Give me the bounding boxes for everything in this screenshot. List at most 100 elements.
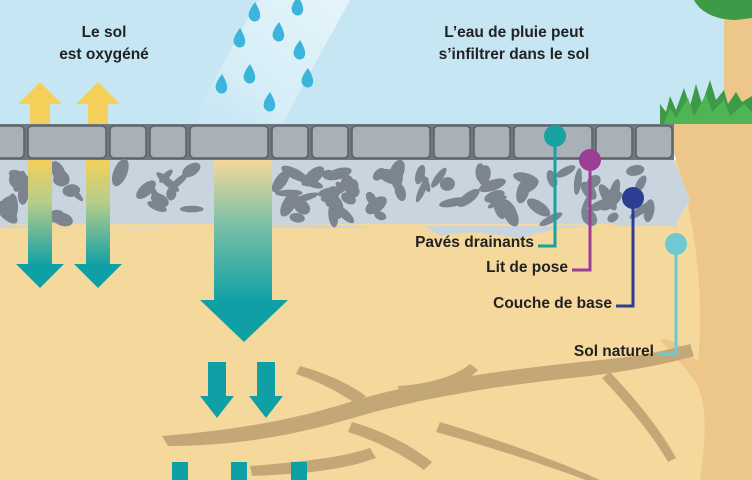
rain-infiltration-caption: L’eau de pluie peut s’infiltrer dans le … [396,22,632,66]
rain-drop [272,22,285,42]
gravel-stone [298,176,324,189]
base-marker [622,187,644,209]
caption-line: s’infiltrer dans le sol [438,46,590,63]
gravel-stone [179,205,204,213]
gravel-stone [539,212,563,227]
gravel-stone [439,177,455,191]
air-down-arrow-shaft [28,160,52,266]
gravel-stone [147,201,167,213]
gravel-stone [280,190,299,217]
gravel-stone [374,211,387,221]
air-up-arrow [18,82,62,124]
gravel-stone [6,193,19,222]
natural-soil-leader [658,244,678,356]
paver [109,125,147,159]
gravel-stone [414,164,426,185]
paver [149,125,187,159]
gravel-stones [0,158,655,228]
caption-line: est oxygéné [59,46,149,63]
gravel-stone [166,186,177,201]
gravel-stone [331,196,344,220]
bedding-layer-label: Lit de pose [486,259,568,276]
gravel-stone [12,170,26,192]
bedding-marker [579,149,601,171]
paver [311,125,349,159]
air-exchange-arrows [16,82,122,288]
gravel-stone [634,175,647,193]
infiltration-arrow [200,160,288,342]
gravel-stone [111,158,129,187]
root-branch [250,448,376,476]
air-up-arrow [76,82,120,124]
tree-canopy [694,0,752,20]
rain-drop [263,92,276,112]
rain-drop [233,28,246,48]
gravel-stone [555,165,576,178]
sky [0,0,752,124]
paver [0,125,25,159]
gravel-stone [493,199,506,220]
gravel-stone [521,180,539,194]
air-down-arrow-shaft [86,160,110,266]
root-branch [296,366,366,404]
water-arrow-shaft [231,462,247,480]
bedding-leader [572,160,592,272]
rain-band [190,0,350,124]
rain-drop [301,68,314,88]
gravel-stone [291,192,319,203]
paver [635,125,673,159]
gravel-stone [53,212,73,227]
gravel-stone [289,213,305,223]
natural-soil-marker [665,233,687,255]
tree [660,0,752,480]
paving-course [0,124,674,160]
gravel-stone [62,184,81,197]
gravel-stone [457,188,480,207]
gravel-rubble [420,160,690,238]
rain-drop [215,74,228,94]
caption-line: Le sol [81,24,127,41]
paver [27,125,107,159]
gravel-stone [340,175,354,189]
base-leader [616,198,635,308]
gravel-stone [607,212,619,223]
paver [351,125,431,159]
paver [433,125,471,159]
water-arrow-shaft [291,462,307,480]
water-arrow-head [249,396,283,418]
gravel-stone [271,170,290,193]
gravel-stone [478,178,506,193]
infiltration-arrow-shaft [214,160,272,302]
gravel-stone [588,197,615,212]
pavers-leader [538,136,557,248]
layer-markers [538,125,687,356]
rain-drop [243,64,256,84]
water-arrow-shaft [172,462,188,480]
rain-drop [248,2,261,22]
root-branch [602,372,676,462]
natural-soil-label: Sol naturel [573,343,654,360]
gravel-stone [478,165,491,186]
root-main [162,344,694,446]
gravel-stone [341,192,356,205]
rain-drop [293,40,306,60]
gravel-stone [415,177,429,203]
gravel-stone [136,180,156,199]
water-arrow-shaft [208,362,226,398]
paver [595,125,633,159]
caption-line: L’eau de pluie peut [444,24,584,41]
small-infiltration-arrows [172,362,307,480]
grass-tuft-light [664,94,752,124]
gravel-stone [501,199,519,227]
paver [189,125,269,159]
gravel-stone [156,172,180,192]
rain-drop [291,0,304,16]
gravel-stone [293,199,311,215]
drainant-pavers-label: Pavés drainants [415,234,534,251]
gravel-stone [626,164,645,176]
gravel-stone [182,162,201,178]
gravel-stone [629,200,654,219]
air-down-arrow-head [74,264,122,288]
root-branch [398,364,478,396]
